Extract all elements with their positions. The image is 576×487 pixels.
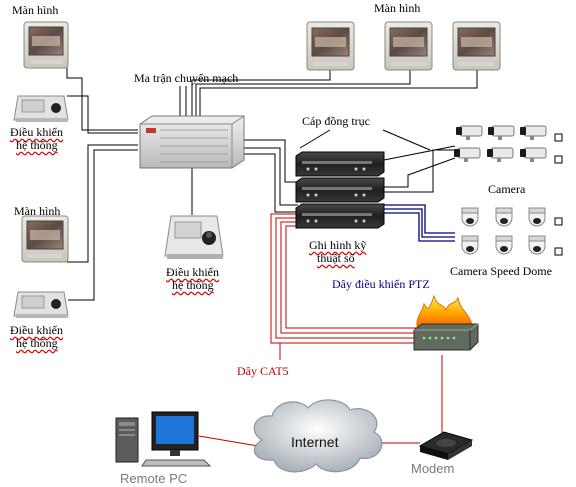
monitor-top-left [23,21,69,69]
firewall-router [413,294,479,351]
monitor-top-3 [452,21,501,71]
label-monitor-mid-left: Màn hình [14,204,61,218]
dome-camera [495,207,513,227]
dome-camera [528,235,546,255]
dome-camera [461,207,479,227]
box-camera [456,125,483,140]
dome-camera [495,235,513,255]
remote-pc [115,411,212,467]
dome-cameras [461,207,546,255]
box-camera [487,147,514,162]
label-controller-center: Điều khiển hệ thống [166,266,219,292]
camera-marker-squares [554,133,563,256]
controller-bottom-left-line1: Điều khiển [10,323,63,337]
box-camera [520,125,547,140]
controller-top-left [13,95,69,122]
controller-bottom-left-line2: hệ thống [16,336,58,350]
box-cameras [454,125,547,162]
label-monitor-top-right: Màn hình [374,1,421,15]
monitor-top-1 [306,21,355,71]
ptz-control-lines [384,204,455,242]
box-camera [454,147,481,162]
label-camera: Camera [488,182,526,196]
monitor-mid-left [21,215,69,263]
label-controller-top-left: Điều khiển hệ thống [10,126,63,152]
dvr-unit-1 [295,151,385,177]
dome-camera [528,207,546,227]
controller-center [164,215,224,259]
label-monitor-top-left: Màn hình [12,3,59,17]
dome-camera [461,235,479,255]
label-remote-pc: Remote PC [120,471,188,486]
modem-device [418,431,474,460]
controller-center-line2: hệ thống [172,278,214,292]
dvr-line1: Ghi hình kỹ [309,238,367,252]
box-camera [488,125,515,140]
dvr-line2: thuật số [317,251,355,265]
label-coax-cable: Cáp đồng trục [302,114,370,128]
label-matrix-switcher: Ma trận chuyển mạch [134,71,239,85]
label-modem: Modem [411,461,455,476]
dvr-unit-2 [295,177,385,203]
internet-cloud [253,399,383,473]
connection-lines [66,68,478,301]
label-controller-bottom-left: Điều khiển hệ thống [10,324,63,350]
dvr-stack [295,151,385,229]
label-camera-speed-dome: Camera Speed Dome [450,264,552,278]
matrix-switcher [139,115,245,169]
label-internet: Internet [291,434,339,450]
label-ptz-cable: Dây điều khiển PTZ [332,277,430,291]
controller-top-left-line1: Điều khiển [10,125,63,139]
label-cat5-cable: Dây CAT5 [237,364,289,378]
dvr-unit-3 [295,203,385,229]
controller-center-line1: Điều khiển [166,265,219,279]
label-dvr: Ghi hình kỹ thuật số [309,239,366,265]
monitor-top-2 [384,21,433,71]
controller-bottom-left [13,291,69,318]
controller-top-left-line2: hệ thống [16,138,58,152]
box-camera [520,147,547,162]
